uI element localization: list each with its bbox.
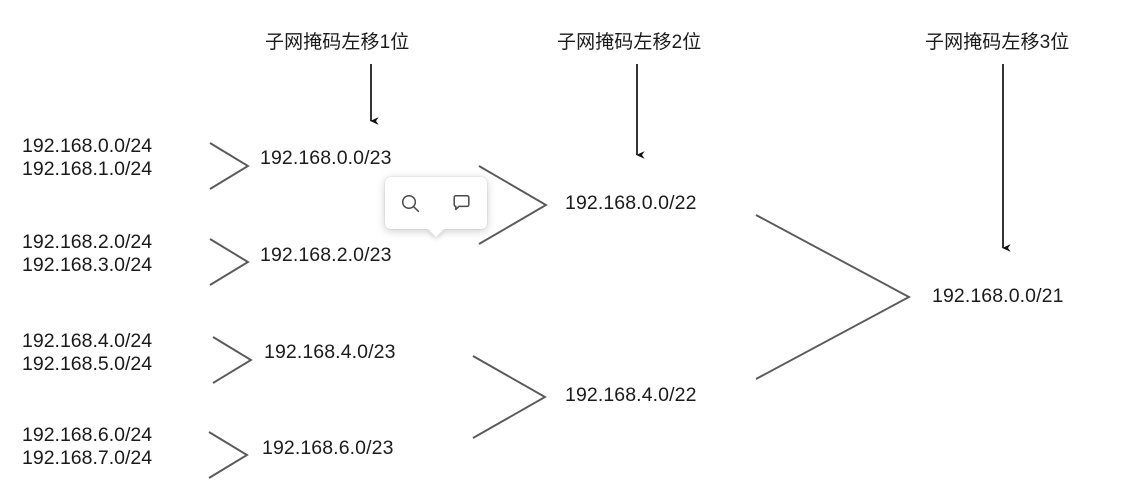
- merge-brackets-level1: [208, 142, 253, 479]
- stage-label-3: 子网掩码左移3位: [925, 32, 1070, 53]
- cidr-label: 192.168.6.0/24: [22, 424, 153, 446]
- bracket-6-7: [208, 431, 249, 479]
- cidr-label: 192.168.3.0/24: [22, 254, 153, 276]
- aggregate-23-3: 192.168.6.0/23: [262, 437, 394, 459]
- merge-bracket-level3: [755, 214, 912, 380]
- bracket-23a-23b: [478, 165, 548, 245]
- stage-arrows: [370, 64, 1011, 252]
- bracket-23c-23d: [472, 355, 547, 439]
- aggregate-22-1: 192.168.4.0/22: [565, 384, 697, 406]
- cidr-label: 192.168.5.0/24: [22, 353, 153, 375]
- leaf-pair-2: 192.168.4.0/24 192.168.5.0/24: [22, 330, 152, 376]
- search-icon[interactable]: [394, 186, 428, 220]
- comment-icon[interactable]: [445, 186, 479, 220]
- bracket-2-3: [209, 238, 250, 286]
- leaf-pair-0: 192.168.0.0/24 192.168.1.0/24: [22, 135, 152, 181]
- cidr-label: 192.168.0.0/24: [22, 135, 153, 157]
- cidr-label: 192.168.7.0/24: [22, 447, 153, 469]
- bracket-0-1: [209, 142, 250, 190]
- selection-popup-toolbar: [385, 177, 487, 229]
- stage-label-1: 子网掩码左移1位: [265, 32, 410, 53]
- bracket-22a-22b: [755, 214, 912, 380]
- aggregate-21-0: 192.168.0.0/21: [932, 285, 1064, 307]
- aggregate-23-1: 192.168.2.0/23: [260, 244, 392, 266]
- aggregate-22-0: 192.168.0.0/22: [565, 192, 697, 214]
- aggregate-23-0: 192.168.0.0/23: [260, 147, 392, 169]
- bracket-4-5: [212, 336, 253, 384]
- aggregate-23-2: 192.168.4.0/23: [264, 341, 396, 363]
- leaf-pair-1: 192.168.2.0/24 192.168.3.0/24: [22, 231, 152, 277]
- leaf-pair-3: 192.168.6.0/24 192.168.7.0/24: [22, 424, 152, 470]
- merge-brackets-level2: [472, 165, 548, 439]
- stage-label-2: 子网掩码左移2位: [557, 32, 702, 53]
- cidr-label: 192.168.2.0/24: [22, 231, 153, 253]
- cidr-label: 192.168.1.0/24: [22, 158, 153, 180]
- cidr-label: 192.168.4.0/24: [22, 330, 153, 352]
